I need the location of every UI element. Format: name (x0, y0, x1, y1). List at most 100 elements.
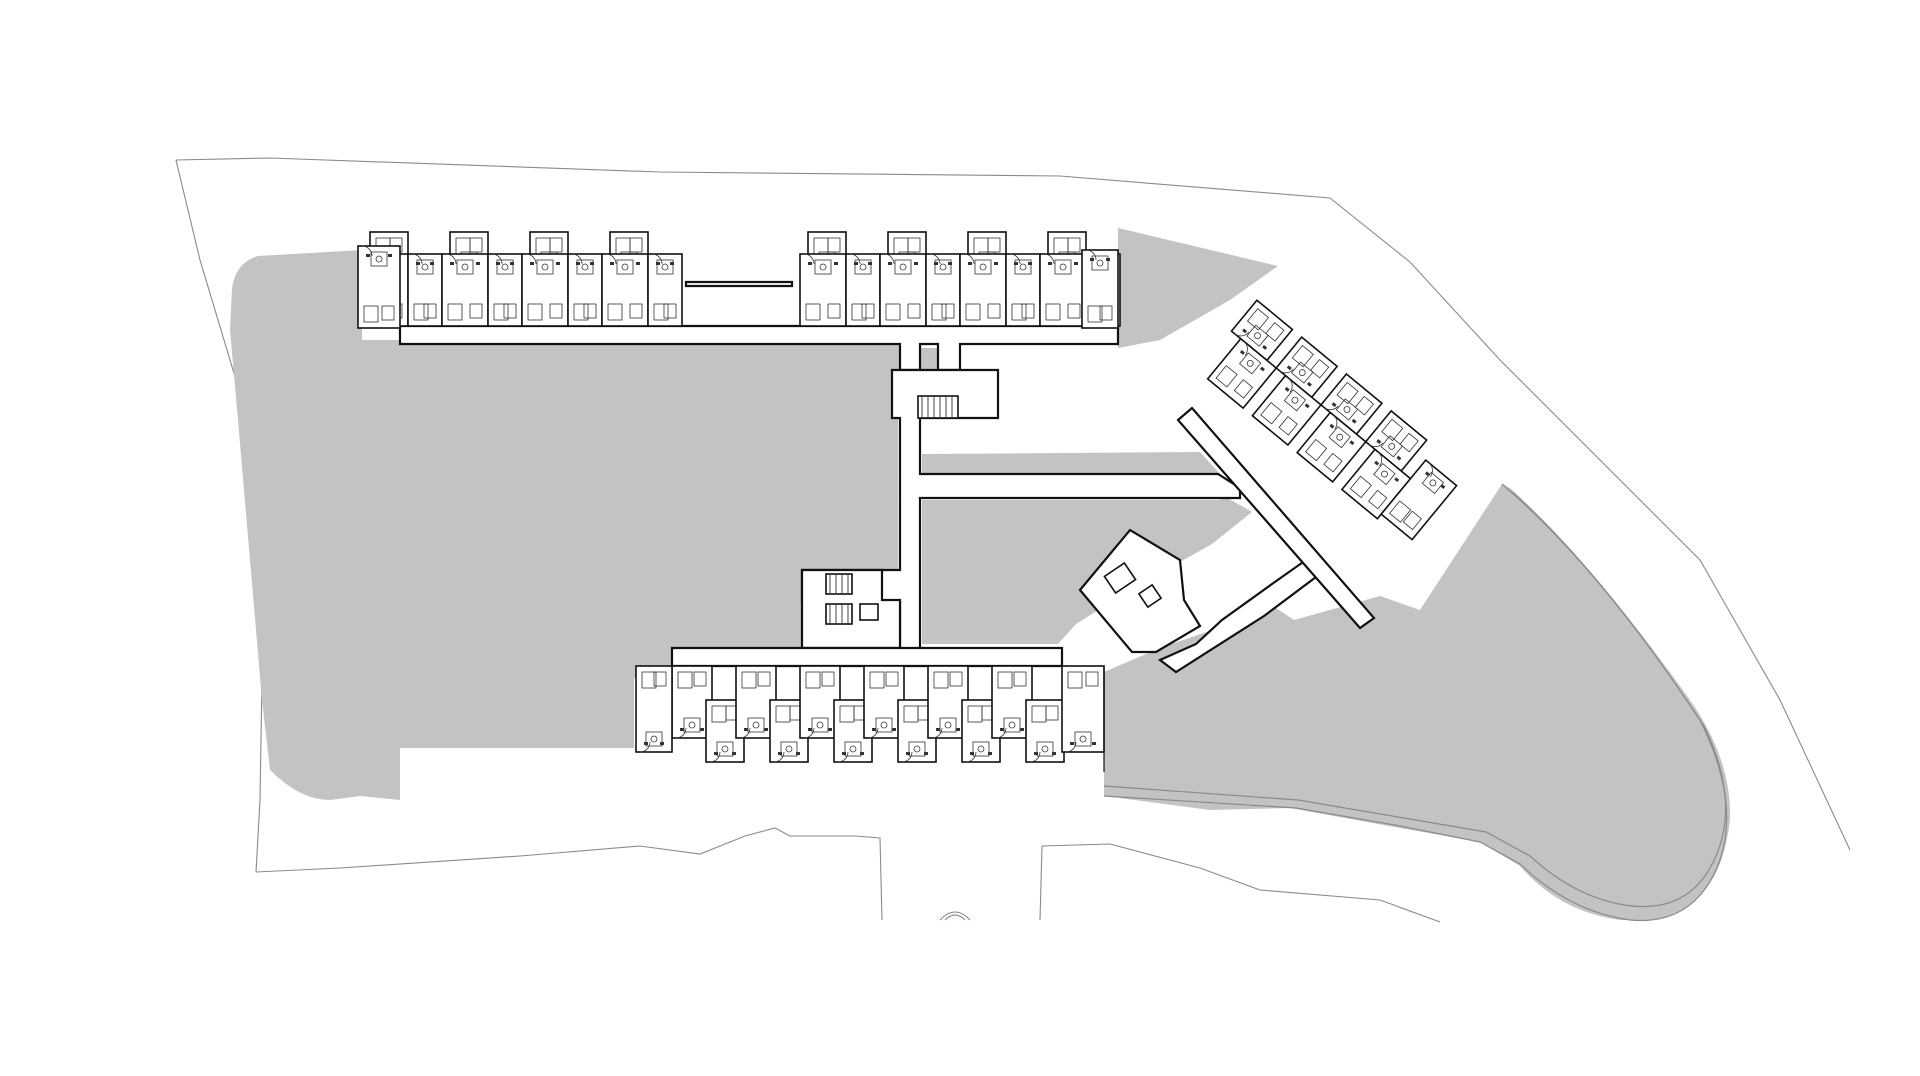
door-swing-icon (739, 727, 751, 739)
door-swing-icon (849, 253, 861, 265)
bathroom-icon (456, 259, 474, 275)
fixture-icon (924, 752, 928, 755)
north-unit-lower-pair (567, 253, 603, 327)
toilet-icon (581, 263, 589, 271)
east-unit-end (1380, 459, 1458, 541)
fixture-icon (1074, 262, 1078, 265)
bathroom-icon (1054, 259, 1072, 275)
bathroom-icon (1036, 741, 1054, 757)
fixture-icon (714, 752, 718, 755)
bed-icon (447, 303, 463, 321)
unit-outline (959, 253, 1007, 327)
bed-icon (1215, 365, 1238, 388)
unit-outline (845, 253, 881, 327)
fixture-icon (388, 254, 392, 257)
bathroom-icon (811, 717, 829, 733)
bathroom-icon (814, 259, 832, 275)
bed-icon (997, 671, 1013, 689)
fixture-icon (1331, 402, 1337, 408)
unit-outline (601, 253, 649, 327)
east-unit-lower (1251, 374, 1323, 447)
door-swing-icon (651, 253, 663, 265)
unit-outline (1061, 665, 1105, 753)
bathroom-icon (656, 259, 674, 275)
door-swing-icon (867, 727, 879, 739)
fixture-icon (1014, 262, 1018, 265)
north-unit-row (357, 231, 1121, 329)
fixture-icon (1440, 484, 1446, 489)
fixture-icon (936, 728, 940, 731)
bed-icon (693, 671, 707, 687)
courtyard-inner (922, 452, 1252, 644)
fixture-icon (808, 728, 812, 731)
fixture-icon (934, 262, 938, 265)
toilet-icon (819, 263, 827, 271)
toilet-icon (375, 255, 383, 263)
site-boundary (175, 157, 1851, 923)
toilet-icon (421, 263, 429, 271)
bathroom-icon (875, 717, 893, 733)
south-wing (635, 646, 1105, 772)
unit-outline (441, 253, 489, 327)
door-swing-icon (965, 751, 977, 763)
bed-icon (1389, 500, 1412, 523)
bed-icon (741, 671, 757, 689)
bed-icon (1260, 402, 1283, 425)
door-swing-icon (445, 253, 457, 265)
fixture-icon (1376, 439, 1382, 444)
bed-icon (941, 303, 955, 319)
site-boundary-line-south-2 (1039, 843, 1441, 923)
fixture-icon (530, 262, 534, 265)
toilet-icon (913, 745, 921, 753)
door-swing-icon (709, 751, 721, 763)
toilet-icon (461, 263, 469, 271)
bed-icon (549, 303, 563, 319)
fixture-icon (1259, 366, 1265, 372)
bed-icon (1323, 452, 1343, 473)
door-swing-icon (1279, 368, 1294, 374)
unit-outline (357, 245, 401, 329)
door-swing-icon (1428, 462, 1433, 478)
bed-icon (1067, 303, 1081, 319)
curved-path (1103, 483, 1728, 922)
bathroom-icon (1074, 731, 1092, 747)
bathroom-icon (1246, 324, 1269, 347)
fixture-icon (970, 752, 974, 755)
north-unit-lower (959, 253, 1007, 327)
fixture-icon (732, 752, 736, 755)
bed-icon (931, 303, 947, 321)
toilet-icon (501, 263, 509, 271)
courtyard-east (1104, 484, 1731, 920)
fixture-icon (868, 262, 872, 265)
toilet-icon (1291, 396, 1299, 404)
bathroom-icon (780, 741, 798, 757)
bathroom-icon (576, 259, 594, 275)
bathroom-icon (908, 741, 926, 757)
fixture-icon (430, 262, 434, 265)
bathroom-icon (1291, 361, 1314, 384)
bed-icon (663, 303, 677, 319)
toilet-icon (1246, 359, 1254, 367)
bathroom-icon (1014, 259, 1032, 275)
east-stair (1103, 561, 1163, 609)
fixture-icon (670, 262, 674, 265)
unit-outline (1251, 374, 1323, 447)
door-swing-icon (995, 727, 1007, 739)
bed-icon (1265, 322, 1285, 342)
bed-icon (869, 671, 885, 689)
fixture-icon (1028, 262, 1032, 265)
toilet-icon (1008, 721, 1016, 729)
fixture-icon (1396, 455, 1402, 461)
north-unit-lower-pair (1005, 253, 1041, 327)
fixture-icon (1351, 418, 1357, 424)
site-boundary-line-south (255, 827, 883, 921)
unit-outline (521, 253, 569, 327)
fixture-icon (476, 262, 480, 265)
central-spine (800, 368, 1242, 652)
site-boundary-line-north (175, 157, 1851, 851)
bed-icon (949, 671, 963, 687)
north-unit-lower (601, 253, 649, 327)
bed-icon (1305, 438, 1328, 462)
bed-icon (1021, 303, 1035, 319)
